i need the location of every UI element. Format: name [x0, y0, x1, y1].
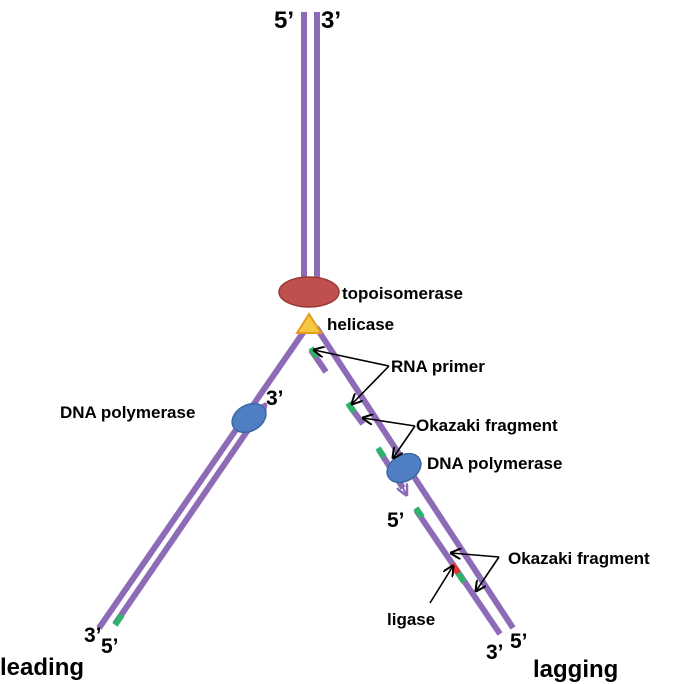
okazaki-fragment-label-1: Okazaki fragment [416, 416, 558, 435]
okazaki-fragment-pointer-3 [451, 553, 500, 557]
dna-polymerase-leading-shape [231, 402, 267, 434]
okazaki-fragment-pointer-1 [363, 418, 416, 427]
bottom-right-5prime-label: 5’ [510, 630, 528, 653]
bottom-right-3prime-label: 3’ [486, 641, 504, 664]
leading-template-strand [96, 325, 310, 630]
topoisomerase-shape [278, 276, 340, 308]
okazaki-fragment-pointer-4 [476, 556, 500, 591]
rna-primer-pointer-1 [314, 350, 390, 367]
leading-primer [112, 613, 125, 627]
top-left-end-label: 5’ [274, 7, 294, 34]
lagging-5prime-label: 5’ [387, 509, 405, 532]
lagging-label: lagging [533, 656, 618, 683]
top-right-end-label: 3’ [321, 7, 341, 34]
lagging-primer-5 [455, 571, 467, 584]
lagging-primer-2 [345, 401, 357, 414]
leading-new-strand [112, 406, 266, 626]
leading-label: leading [0, 654, 84, 681]
dna-polymerase-lagging-label: DNA polymerase [427, 454, 562, 473]
bottom-left-5prime-label: 5’ [101, 635, 119, 658]
rna-primer-pointer-2 [352, 365, 390, 404]
lagging-template-strand [313, 325, 516, 630]
lagging-primer-4 [413, 506, 425, 519]
helicase-triangle [295, 312, 323, 334]
dna-polymerase-leading-label: DNA polymerase [60, 403, 195, 422]
bottom-left-3prime-label: 3’ [84, 624, 102, 647]
leading-new-3prime-label: 3’ [266, 387, 284, 410]
okazaki-fragment-label-2: Okazaki fragment [508, 549, 650, 568]
helicase-label: helicase [327, 315, 394, 334]
rna-primer-label: RNA primer [391, 357, 485, 376]
ligase-label: ligase [387, 610, 435, 629]
lagging-primer-3 [375, 446, 387, 459]
topoisomerase-label: topoisomerase [342, 284, 463, 303]
ligase-pointer [429, 566, 453, 604]
okazaki-fragment-pointer-2 [393, 425, 416, 458]
